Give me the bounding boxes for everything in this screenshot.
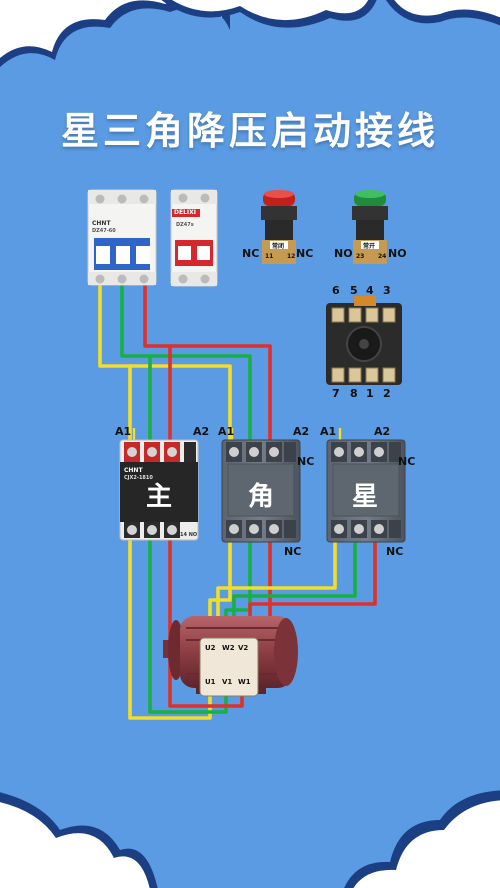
breaker-2pole-model: DZ47s <box>176 222 194 228</box>
cloud-bottom-left <box>0 792 158 888</box>
wire-green-supply <box>120 282 152 440</box>
cloud-top-right <box>161 0 500 28</box>
star-contactor-nc-top: NC <box>398 455 416 468</box>
star-contactor-a1: A1 <box>320 425 337 438</box>
start-button-green[interactable] <box>352 190 388 264</box>
motor[interactable] <box>163 616 298 697</box>
cloud-top-left <box>0 0 230 68</box>
contactor-delta[interactable] <box>221 439 301 543</box>
relay-pin-2: 2 <box>383 387 391 400</box>
coil-wires <box>132 428 342 440</box>
wire-green-supply-branch <box>150 354 252 440</box>
stop-button-tag: 常闭 <box>272 243 285 250</box>
breaker-2pole[interactable] <box>170 189 218 287</box>
relay-pin-7: 7 <box>332 387 340 400</box>
contactor-main[interactable] <box>119 439 199 541</box>
star-contactor-label: 星 <box>352 482 379 512</box>
relay-pin-4: 4 <box>366 284 374 297</box>
start-button-pin-left: 23 <box>356 253 365 260</box>
relay-pin-1: 1 <box>366 387 374 400</box>
star-contactor-a2: A2 <box>374 425 391 438</box>
stop-button-nc-left: NC <box>242 247 260 260</box>
start-button-tag: 常开 <box>363 243 376 250</box>
main-contactor-label: 主 <box>146 482 173 512</box>
motor-terminal-u2: U2 <box>205 644 216 652</box>
motor-terminal-v2: V2 <box>238 644 249 652</box>
stop-button-red[interactable] <box>261 190 297 264</box>
breaker-2pole-brand: DELIXI <box>174 209 196 216</box>
main-contactor-brand: CHNT <box>124 467 143 474</box>
page-title: 星三角降压启动接线 <box>60 109 439 153</box>
wire-yellow-supply <box>98 282 132 440</box>
main-contactor-aux: 14 NO <box>180 532 198 538</box>
breaker-3pole-brand: CHNT <box>92 220 111 227</box>
stop-button-pin-right: 12 <box>287 253 296 260</box>
main-contactor-model: CJX2-1810 <box>124 475 153 481</box>
motor-terminal-u1: U1 <box>205 678 216 686</box>
wire-yellow-supply-branch <box>130 364 232 440</box>
star-contactor-nc-bottom: NC <box>386 545 404 558</box>
delta-contactor-nc-bottom: NC <box>284 545 302 558</box>
wire-yellow-main-out <box>128 530 212 720</box>
relay-pin-6: 6 <box>332 284 340 297</box>
wire-red-supply-branch <box>170 344 272 440</box>
delta-contactor-a2: A2 <box>293 425 310 438</box>
wire-red-main-out <box>168 530 244 708</box>
motor-terminal-w2: W2 <box>222 644 235 652</box>
delta-contactor-label: 角 <box>248 482 275 512</box>
relay-pin-5: 5 <box>350 284 358 297</box>
stop-button-nc-right: NC <box>296 247 314 260</box>
contactor-star[interactable] <box>326 439 406 543</box>
main-contactor-a1: A1 <box>115 425 132 438</box>
wire-green-main-out <box>148 530 228 714</box>
start-button-no-right: NO <box>388 247 407 260</box>
motor-terminal-v1: V1 <box>222 678 233 686</box>
relay-pin-8: 8 <box>350 387 358 400</box>
start-button-no-left: NO <box>334 247 353 260</box>
wire-red-supply <box>143 282 172 440</box>
breaker-3pole[interactable] <box>87 189 157 286</box>
delta-contactor-a1: A1 <box>218 425 235 438</box>
delta-contactor-nc-top: NC <box>297 455 315 468</box>
cloud-bottom-right <box>344 790 500 888</box>
breaker-3pole-model: DZ47-60 <box>92 228 116 234</box>
time-relay-socket[interactable] <box>326 296 402 385</box>
start-button-pin-right: 24 <box>378 253 387 260</box>
motor-terminal-w1: W1 <box>238 678 251 686</box>
relay-pin-3: 3 <box>383 284 391 297</box>
stop-button-pin-left: 11 <box>265 253 274 260</box>
main-contactor-a2: A2 <box>193 425 210 438</box>
